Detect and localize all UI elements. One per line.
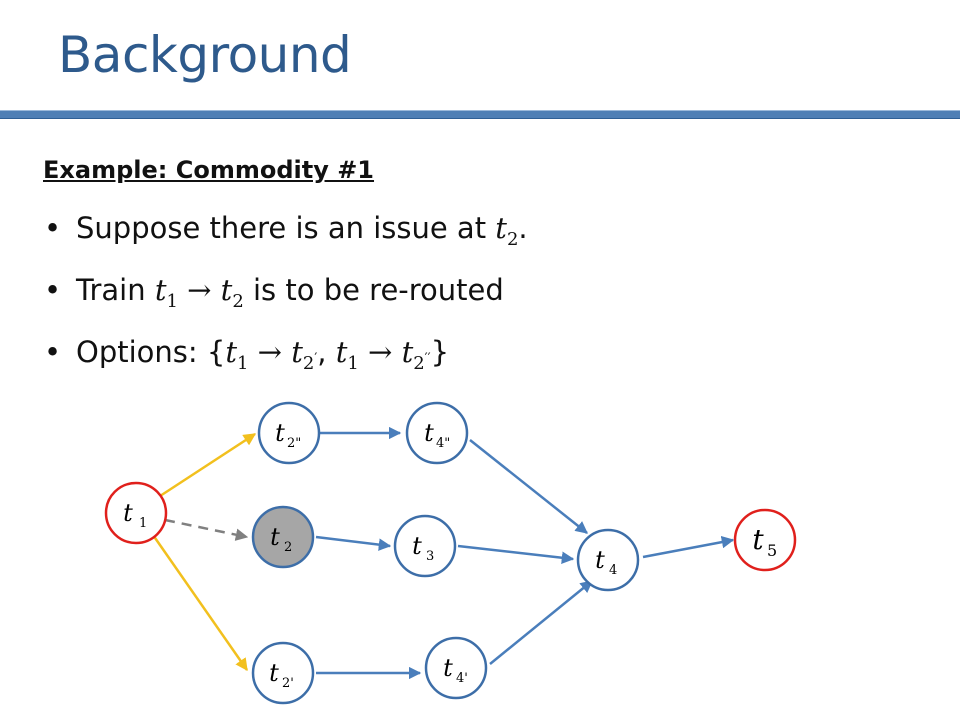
node-t4-prime: t 4' bbox=[424, 636, 488, 700]
node-subscript: 1 bbox=[139, 516, 147, 531]
example-subheading: Example: Commodity #1 bbox=[43, 156, 375, 184]
bullet-dot: • bbox=[44, 273, 62, 307]
node-label: t bbox=[269, 659, 279, 687]
node-label: t bbox=[595, 546, 605, 574]
node-subscript: 2' bbox=[282, 676, 294, 691]
bullet-dot: • bbox=[44, 335, 62, 369]
math-var: t2 bbox=[495, 211, 519, 250]
edge-t1-t2-dashed bbox=[164, 518, 249, 541]
node-label: t bbox=[123, 499, 133, 527]
bullet-text: is to be re-routed bbox=[243, 273, 504, 307]
edge-t1-t2p bbox=[151, 534, 249, 672]
math-var: t2 bbox=[220, 273, 244, 312]
bullet-reroute: • Train t1 → t2 is to be re-routed bbox=[40, 267, 528, 329]
node-label: t bbox=[752, 523, 764, 556]
node-label: t bbox=[424, 419, 434, 447]
arrow-symbol: → bbox=[257, 335, 282, 369]
bullet-text: Options: bbox=[76, 335, 207, 369]
edge-t4-t5 bbox=[642, 535, 735, 559]
node-subscript: 4 bbox=[609, 563, 617, 578]
math-var: t1 bbox=[225, 335, 249, 374]
node-t3: t 3 bbox=[393, 514, 457, 578]
edge-t2-t3 bbox=[315, 535, 392, 551]
edge-t4p-t4 bbox=[489, 580, 593, 665]
bullet-text: . bbox=[518, 211, 528, 245]
edge-t4pp-t4 bbox=[469, 439, 588, 534]
math-var: t2′ bbox=[291, 335, 318, 374]
node-label: t bbox=[412, 532, 422, 560]
edge-t1-t2pp bbox=[156, 432, 257, 500]
node-subscript: 4" bbox=[436, 436, 450, 451]
bullet-issue: • Suppose there is an issue at t2. bbox=[40, 205, 528, 267]
arrow-symbol: → bbox=[368, 335, 393, 369]
bullet-text: Suppose there is an issue at bbox=[76, 211, 496, 245]
brace-close: } bbox=[430, 335, 450, 369]
bullet-text: Train bbox=[76, 273, 155, 307]
node-subscript: 5 bbox=[767, 541, 777, 560]
node-label: t bbox=[443, 654, 453, 682]
math-var: t1 bbox=[154, 273, 178, 312]
node-t5: t 5 bbox=[733, 508, 797, 572]
node-subscript: 2" bbox=[287, 436, 301, 451]
node-t2-double-prime: t 2" bbox=[257, 401, 321, 465]
bullet-list: • Suppose there is an issue at t2. • Tra… bbox=[40, 205, 528, 391]
math-var: t1 bbox=[335, 335, 359, 374]
separator: , bbox=[317, 335, 336, 369]
node-t1: t 1 bbox=[104, 481, 168, 545]
edge-t3-t4 bbox=[457, 544, 575, 564]
bullet-dot: • bbox=[44, 211, 62, 245]
math-var: t2′′ bbox=[401, 335, 431, 374]
node-t2-prime: t 2' bbox=[251, 641, 315, 705]
node-t4: t 4 bbox=[576, 528, 640, 592]
node-t4-double-prime: t 4" bbox=[405, 401, 469, 465]
node-subscript: 3 bbox=[426, 549, 434, 564]
slide-title: Background bbox=[58, 26, 352, 84]
arrow-symbol: → bbox=[187, 273, 212, 307]
bullet-options: • Options: {t1 → t2′, t1 → t2′′} bbox=[40, 329, 528, 391]
node-label: t bbox=[275, 419, 285, 447]
title-divider bbox=[0, 110, 960, 119]
node-label: t bbox=[270, 523, 280, 551]
node-t2-issue: t 2 bbox=[251, 505, 315, 569]
node-subscript: 2 bbox=[284, 540, 292, 555]
node-subscript: 4' bbox=[456, 671, 468, 686]
brace-open: { bbox=[206, 335, 226, 369]
